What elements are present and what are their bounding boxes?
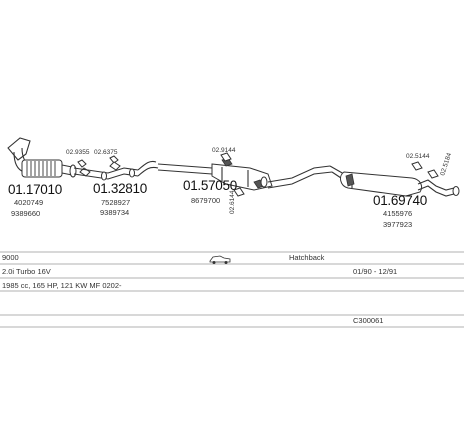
center-silencer-number: 01.57050 (183, 178, 237, 193)
front-pipe-ref-2: 9389660 (11, 209, 40, 218)
rear-silencer-ref-1: 4155976 (383, 209, 412, 218)
front-pipe-number: 01.17010 (8, 182, 62, 197)
center-mount-bottom-part[interactable] (233, 187, 245, 197)
rear-mount-a-number: 02.5144 (406, 153, 430, 160)
front-mount-a-number: 02.9355 (66, 149, 90, 156)
front-mount-a-part[interactable] (77, 159, 91, 177)
vehicle-specs: 1985 cc, 165 HP, 121 KW MF 0202- (2, 281, 122, 290)
middle-pipe-ref-1: 7528927 (101, 198, 130, 207)
vehicle-years: 01/90 - 12/91 (353, 267, 397, 276)
front-pipe-part[interactable] (7, 137, 77, 178)
center-silencer-ref-1: 8679700 (191, 196, 220, 205)
rear-mount-a-part[interactable] (411, 161, 423, 171)
car-silhouette-icon (209, 255, 231, 264)
vehicle-body: Hatchback (289, 253, 325, 262)
rear-mount-b-number: 02.5184 (439, 152, 453, 177)
middle-pipe-ref-2: 9389734 (100, 208, 129, 217)
middle-pipe-part[interactable] (73, 160, 159, 181)
front-pipe-ref-1: 4020749 (14, 198, 43, 207)
front-mount-b-part[interactable] (109, 155, 121, 171)
rear-mount-b-part[interactable] (427, 169, 439, 179)
vehicle-model: 9000 (2, 253, 19, 262)
center-mount-bottom-number: 02.6144 (229, 190, 236, 214)
vehicle-code: C300061 (353, 316, 383, 325)
center-mount-top-part[interactable] (220, 152, 232, 162)
center-mount-top-number: 02.9144 (212, 147, 236, 154)
front-mount-b-number: 02.6375 (94, 149, 118, 156)
rear-silencer-part[interactable] (329, 165, 460, 197)
rear-silencer-ref-2: 3977923 (383, 220, 412, 229)
rear-silencer-number: 01.69740 (373, 193, 427, 208)
middle-pipe-number: 01.32810 (93, 181, 147, 196)
center-silencer-part[interactable] (157, 157, 333, 191)
vehicle-engine: 2.0i Turbo 16V (2, 267, 51, 276)
